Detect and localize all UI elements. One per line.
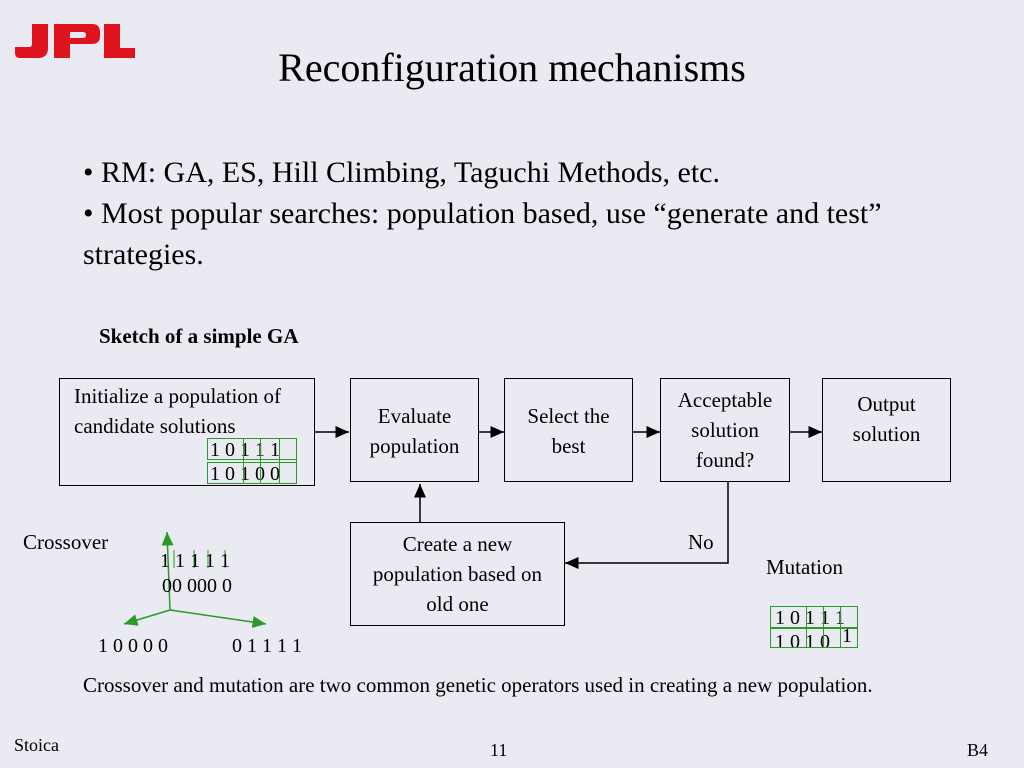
bullet-list: • RM: GA, ES, Hill Climbing, Taguchi Met… bbox=[83, 152, 1003, 275]
init-bit-string-1: 1 0 1 1 1 bbox=[210, 439, 280, 461]
output-label: Output solution bbox=[852, 392, 921, 446]
crossover-parent-2: 00 000 0 bbox=[162, 575, 232, 597]
create-population-box: Create a new population based on old one bbox=[350, 522, 565, 626]
footer-author: Stoica bbox=[14, 735, 59, 755]
crossover-arrow-left bbox=[123, 609, 171, 626]
caption: Crossover and mutation are two common ge… bbox=[83, 673, 873, 697]
bullet-item: • RM: GA, ES, Hill Climbing, Taguchi Met… bbox=[83, 156, 721, 189]
select-box: Select the best bbox=[504, 378, 633, 482]
crossover-label: Crossover bbox=[23, 530, 109, 554]
mutation-bit-string-1: 1 0 1 1 1 bbox=[775, 607, 845, 629]
acceptable-label: Acceptable solution found? bbox=[677, 388, 773, 472]
init-population-label: Initialize a population of candidate sol… bbox=[74, 384, 282, 438]
evaluate-label: Evaluate population bbox=[369, 404, 460, 458]
no-label: No bbox=[688, 530, 714, 554]
mutation-flipped-bit: 1 bbox=[842, 625, 852, 647]
slide-title: Reconfiguration mechanisms bbox=[278, 45, 746, 90]
crossover-arrow-up bbox=[161, 531, 174, 611]
jpl-logo bbox=[15, 24, 135, 58]
arrow-acceptable-to-create bbox=[565, 482, 729, 569]
crossover-child-2: 0 1 1 1 1 bbox=[232, 635, 302, 657]
crossover-child-1: 1 0 0 0 0 bbox=[98, 635, 168, 657]
evaluate-box: Evaluate population bbox=[350, 378, 479, 482]
mutation-label: Mutation bbox=[766, 555, 843, 579]
bullet-item: • Most popular searches: population base… bbox=[83, 197, 882, 271]
bit-cell bbox=[279, 438, 297, 484]
sketch-heading: Sketch of a simple GA bbox=[99, 324, 299, 348]
footer-code: B4 bbox=[967, 740, 989, 760]
crossover-arrow-right bbox=[169, 609, 267, 628]
bit-cell bbox=[243, 438, 261, 484]
output-box: Output solution bbox=[822, 378, 951, 482]
create-population-label: Create a new population based on old one bbox=[372, 532, 543, 616]
select-label: Select the best bbox=[527, 404, 610, 458]
bit-cell bbox=[840, 606, 858, 648]
footer-page-number: 11 bbox=[490, 740, 508, 760]
init-population-box: Initialize a population of candidate sol… bbox=[59, 378, 315, 486]
init-bit-string-2: 1 0 1 0 0 bbox=[210, 463, 280, 485]
acceptable-box: Acceptable solution found? bbox=[660, 378, 790, 482]
bit-cell bbox=[806, 606, 824, 648]
crossover-parent-1: 1 1 1 1 1 bbox=[160, 550, 230, 572]
